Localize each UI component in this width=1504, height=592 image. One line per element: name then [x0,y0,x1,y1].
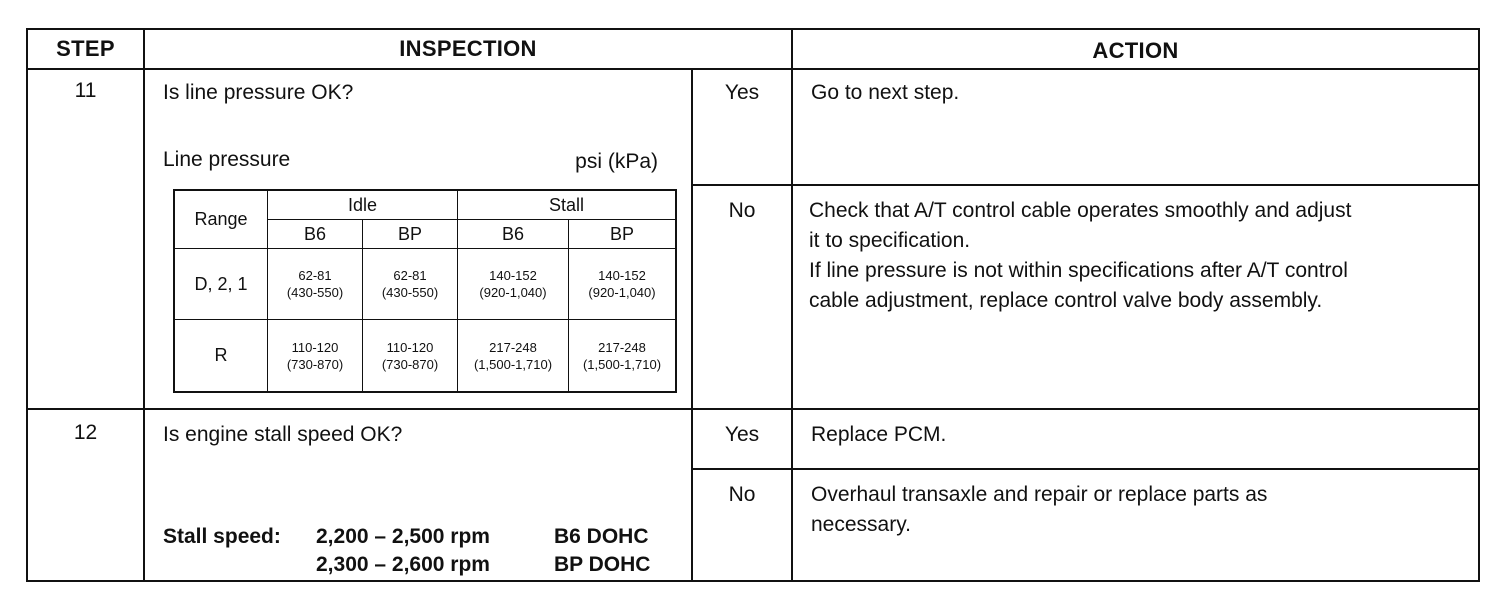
line-pressure-table: Range Idle Stall B6 BP B6 BP D, 2, 1 62-… [173,189,677,393]
divider [28,408,1478,410]
kpa-value: (920-1,040) [588,285,656,301]
kpa-value: (430-550) [286,285,344,301]
sub-header: BP [362,219,458,249]
stall-speed-b6: 2,200 – 2,500 rpm [316,525,490,548]
table-cell: 140-152(920-1,040) [568,247,677,321]
no-label: No [728,199,756,222]
divider [28,68,1478,70]
table-cell: 62-81(430-550) [362,247,458,321]
psi-value: 217-248 [598,339,646,355]
range-header: Range [173,189,268,249]
inspection-question: Is engine stall speed OK? [163,423,403,446]
no-action-line: necessary. [811,513,911,536]
kpa-value: (730-870) [381,356,439,372]
engine-bp: BP DOHC [554,553,651,576]
divider [691,70,693,580]
header-action: ACTION [1092,38,1179,63]
no-action: Check that A/T control cable operates sm… [809,196,1475,316]
table-cell: 62-81(430-550) [267,247,363,321]
divider [691,468,1478,470]
engine-b6: B6 DOHC [554,525,649,548]
table-cell: 110-120(730-870) [362,319,458,393]
range-cell: R [173,319,268,393]
yes-action: Replace PCM. [811,423,947,446]
no-action-line: Check that A/T control cable operates sm… [809,199,1352,222]
sub-header: B6 [457,219,569,249]
no-action-line: If line pressure is not within specifica… [809,259,1348,282]
psi-value: 140-152 [489,268,537,284]
no-action: Overhaul transaxle and repair or replace… [811,480,1471,540]
idle-header: Idle [267,189,458,220]
psi-value: 110-120 [386,339,434,355]
psi-value: 62-81 [298,268,332,284]
divider [691,184,1478,186]
psi-value: 217-248 [489,339,537,355]
no-label: No [728,483,756,506]
divider [791,30,793,580]
stall-header: Stall [457,189,677,220]
table-cell: 110-120(730-870) [267,319,363,393]
kpa-value: (1,500-1,710) [473,356,553,372]
psi-value: 110-120 [291,339,339,355]
table-cell: 140-152(920-1,040) [457,247,569,321]
kpa-value: (430-550) [381,285,439,301]
sub-header: BP [568,219,677,249]
yes-label: Yes [724,423,760,446]
sub-header: B6 [267,219,363,249]
inspection-question: Is line pressure OK? [163,81,354,104]
inspection-table: STEP INSPECTION ACTION 11 Is line pressu… [26,28,1480,582]
line-pressure-label: Line pressure [163,148,291,171]
table-cell: 217-248(1,500-1,710) [568,319,677,393]
stall-speed-label: Stall speed: [163,525,281,548]
no-action-line: Overhaul transaxle and repair or replace… [811,483,1268,506]
psi-value: 62-81 [393,268,427,284]
no-action-line: it to specification. [809,229,971,252]
header-step: STEP [56,36,115,61]
kpa-value: (920-1,040) [479,285,547,301]
stall-speed-bp: 2,300 – 2,600 rpm [316,553,490,576]
kpa-value: (730-870) [286,356,344,372]
yes-action: Go to next step. [811,81,960,104]
no-action-line: cable adjustment, replace control valve … [809,289,1323,312]
header-inspection: INSPECTION [399,36,537,61]
psi-value: 140-152 [598,268,646,284]
table-cell: 217-248(1,500-1,710) [457,319,569,393]
step-number: 12 [73,421,98,444]
range-cell: D, 2, 1 [173,247,268,321]
kpa-value: (1,500-1,710) [582,356,662,372]
step-number: 11 [74,79,97,102]
yes-label: Yes [724,81,760,104]
unit-label: psi (kPa) [575,150,658,173]
divider [143,30,145,580]
